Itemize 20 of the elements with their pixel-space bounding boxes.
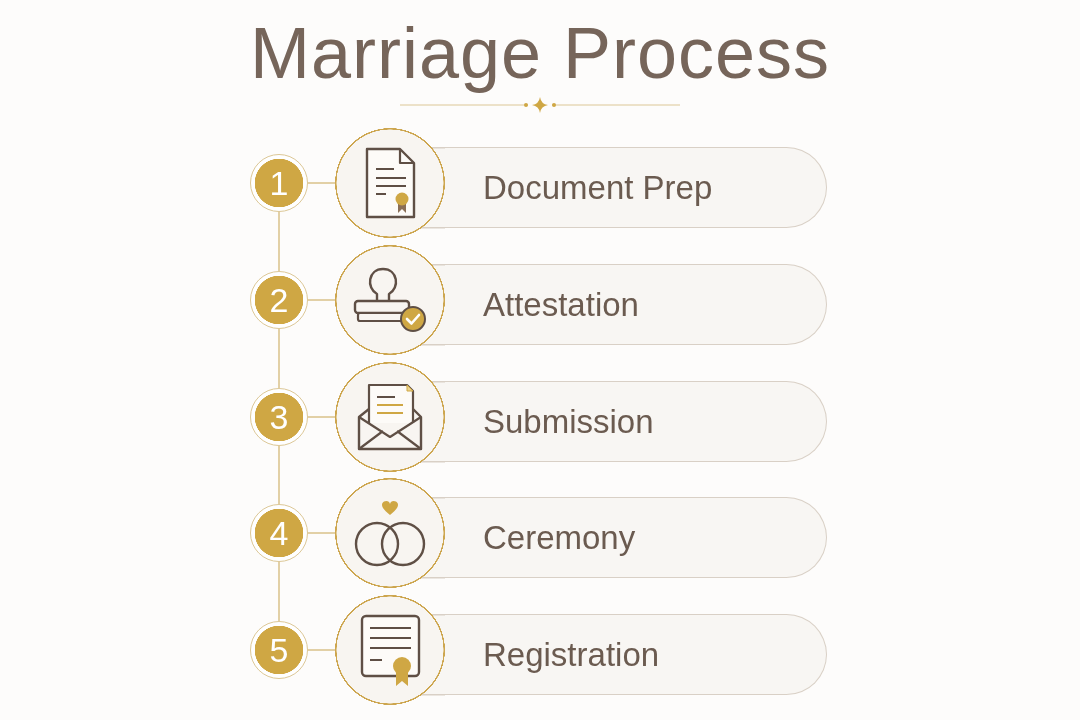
step-number: 2 [269, 281, 289, 319]
connector-line [307, 182, 336, 184]
connector-line [278, 445, 280, 505]
step-title: Document Prep [483, 168, 713, 207]
step-title: Ceremony [483, 518, 636, 557]
connector-line [278, 211, 280, 272]
step-title: Submission [483, 402, 654, 441]
title: Marriage Process [249, 13, 831, 93]
step-title: Registration [483, 635, 660, 674]
connector-line [307, 416, 336, 418]
connector-line [307, 532, 336, 534]
connector-line [307, 299, 336, 301]
connector-line [307, 649, 336, 651]
connector-line [278, 561, 280, 622]
connector-line [278, 328, 280, 389]
step-number: 5 [269, 631, 289, 669]
step-number: 3 [269, 398, 289, 436]
step-title: Attestation [483, 285, 639, 324]
step-number: 1 [269, 164, 289, 202]
step-number: 4 [269, 514, 289, 552]
